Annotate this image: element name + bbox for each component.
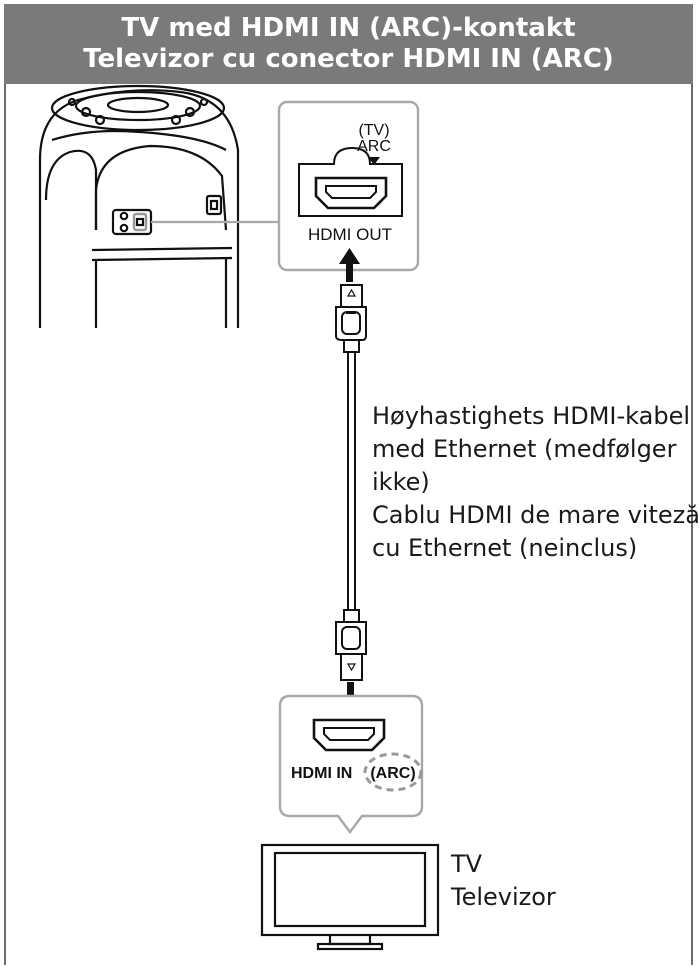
hdmi-in-label: HDMI IN <box>291 765 352 782</box>
arc-triangle-icon <box>368 157 380 165</box>
hdmi-out-label: HDMI OUT <box>308 225 392 244</box>
cable-top-plug-icon <box>335 284 367 353</box>
hdmi-out-port-icon <box>314 176 388 210</box>
figure-header: TV med HDMI IN (ARC)-kontakt Televizor c… <box>4 4 693 84</box>
hdmi-cable <box>335 284 367 681</box>
tv-illustration <box>260 843 440 951</box>
hdmi-in-arc-label: (ARC) <box>370 765 415 782</box>
cable-caption-ro-line-2: cu Ethernet (neinclus) <box>372 534 638 562</box>
cable-caption-ro-line-1: Cablu HDMI de mare viteză <box>372 501 699 529</box>
cable-caption-no-line-3: ikke) <box>372 468 430 496</box>
cable-caption-no-line-2: med Ethernet (medfølger <box>372 435 677 463</box>
tv-indicator-label: (TV) <box>358 122 389 139</box>
tv-label-no: TV <box>451 850 483 878</box>
arc-indicator-label: ARC <box>357 138 391 155</box>
hdmi-out-callout: (TV) ARC HDMI OUT <box>277 100 420 272</box>
cable-bottom-plug-icon <box>335 609 367 681</box>
header-title-line-1: TV med HDMI IN (ARC)-kontakt <box>121 13 576 43</box>
hdmi-in-port-icon <box>312 718 386 752</box>
hdmi-in-callout: HDMI IN (ARC) <box>278 694 424 834</box>
speaker-illustration <box>38 84 240 328</box>
arc-highlight-circle <box>363 752 423 792</box>
cable-caption: Høyhastighets HDMI-kabel med Ethernet (m… <box>372 400 699 565</box>
arrow-up-icon <box>339 248 360 282</box>
cable-caption-no-line-1: Høyhastighets HDMI-kabel <box>372 402 691 430</box>
tv-caption: TV Televizor <box>451 848 556 914</box>
tv-label-ro: Televizor <box>451 883 556 911</box>
header-title-line-2: Televizor cu conector HDMI IN (ARC) <box>83 44 614 74</box>
